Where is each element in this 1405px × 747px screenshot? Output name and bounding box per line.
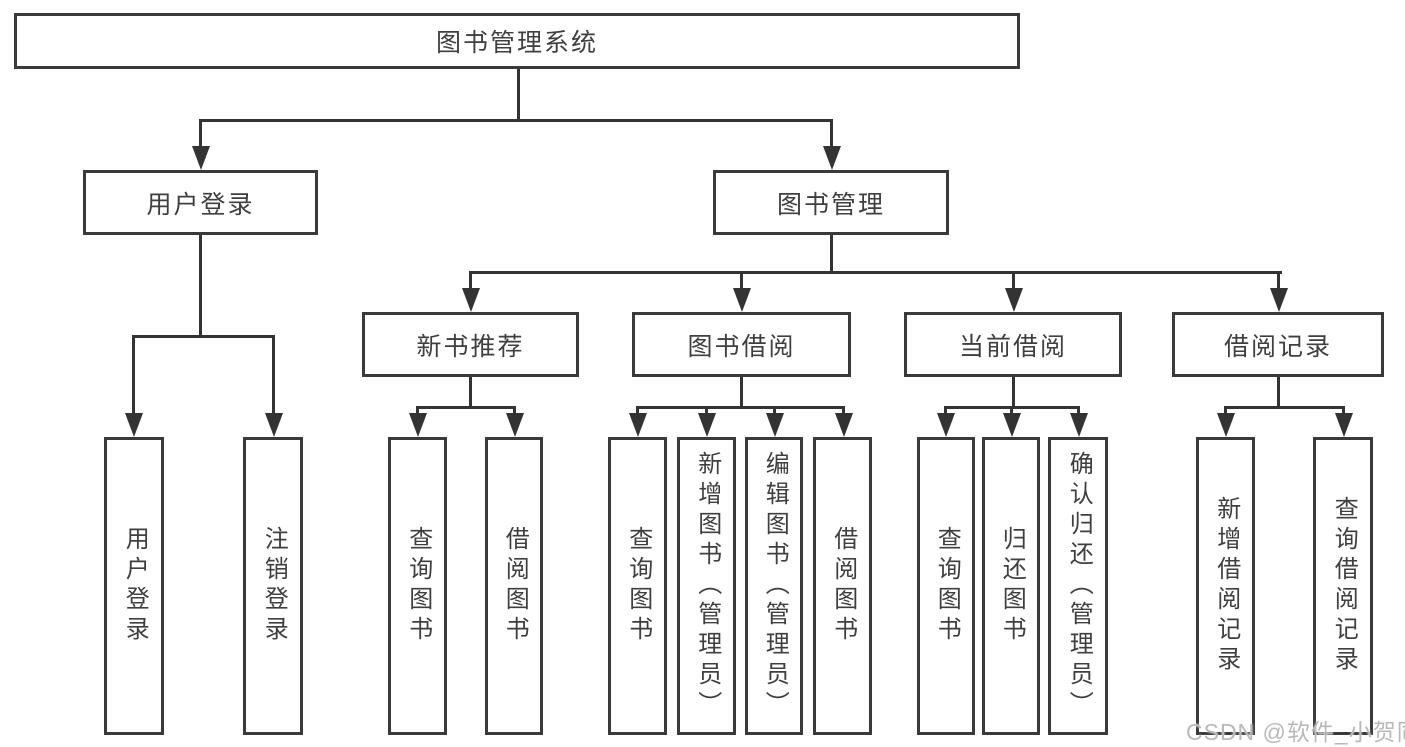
connector-line [1010, 406, 1013, 415]
connector-line [469, 377, 472, 406]
connector-line [199, 119, 833, 122]
node-book-management: 图书管理 [713, 170, 949, 235]
arrowhead [191, 146, 210, 170]
arrowhead [697, 413, 716, 437]
leaf-current-confirm-return-admin: 确认归还（管理员） [1048, 437, 1108, 735]
leaf-borrow-edit-books-admin-label: 编辑图书（管理员） [761, 451, 789, 721]
arrowhead [1216, 413, 1235, 437]
leaf-borrow-query-books-label: 查询图书 [624, 526, 652, 646]
leaf-borrow-edit-books-admin: 编辑图书（管理员） [745, 437, 803, 735]
arrowhead [408, 413, 427, 437]
leaf-borrow-borrow-books-label: 借阅图书 [829, 526, 857, 646]
node-current-borrow-label: 当前借阅 [958, 332, 1067, 361]
node-user-login-label: 用户登录 [146, 190, 255, 219]
leaf-user-login-label: 用户登录 [121, 526, 149, 646]
arrowhead [461, 288, 480, 312]
connector-line [132, 335, 275, 338]
leaf-current-query-books: 查询图书 [917, 437, 975, 735]
leaf-borrow-query-books: 查询图书 [608, 437, 667, 735]
node-borrow-records-label: 借阅记录 [1223, 332, 1332, 361]
node-new-book-recommend: 新书推荐 [362, 312, 579, 377]
node-book-borrow-label: 图书借阅 [687, 332, 796, 361]
connector-line [1012, 271, 1015, 291]
connector-line [1224, 406, 1345, 409]
connector-line [830, 235, 833, 273]
leaf-records-query-record: 查询借阅记录 [1313, 437, 1373, 735]
leaf-records-query-record-label: 查询借阅记录 [1330, 496, 1358, 676]
arrowhead [1269, 288, 1288, 312]
connector-line [513, 406, 516, 415]
arrowhead [1002, 413, 1021, 437]
csdn-watermark: CSDN @软件_小贺同学 [1186, 719, 1405, 745]
leaf-recommend-query-books-label: 查询图书 [404, 526, 432, 646]
connector-line [1277, 377, 1280, 406]
connector-line [1277, 271, 1280, 291]
leaf-recommend-borrow-books: 借阅图书 [485, 437, 543, 735]
connector-line [705, 406, 708, 415]
node-user-login: 用户登录 [83, 170, 318, 235]
arrowhead [628, 413, 647, 437]
leaf-current-return-books-label: 归还图书 [998, 526, 1026, 646]
node-book-borrow: 图书借阅 [632, 312, 851, 377]
leaf-records-add-record-label: 新增借阅记录 [1212, 496, 1240, 676]
connector-line [1224, 406, 1227, 415]
leaf-logout: 注销登录 [243, 437, 303, 735]
connector-line [416, 406, 516, 409]
arrowhead [936, 413, 955, 437]
arrowhead [822, 146, 841, 170]
leaf-current-return-books: 归还图书 [982, 437, 1040, 735]
connector-line [469, 271, 1282, 274]
connector-line [944, 406, 947, 415]
connector-line [416, 406, 419, 415]
connector-line [199, 235, 202, 337]
connector-line [773, 406, 776, 415]
leaf-borrow-add-books-admin-label: 新增图书（管理员） [693, 451, 721, 721]
leaf-current-confirm-return-admin-label: 确认归还（管理员） [1065, 451, 1093, 721]
connector-line [1077, 406, 1080, 415]
connector-line [132, 335, 135, 415]
node-root: 图书管理系统 [14, 13, 1020, 69]
arrowhead [1334, 413, 1353, 437]
leaf-borrow-borrow-books: 借阅图书 [813, 437, 872, 735]
arrowhead [124, 413, 143, 437]
leaf-logout-label: 注销登录 [260, 526, 288, 646]
connector-line [469, 271, 472, 291]
leaf-recommend-borrow-books-label: 借阅图书 [501, 526, 529, 646]
node-current-borrow: 当前借阅 [904, 312, 1122, 377]
connector-line [740, 271, 743, 291]
arrowhead [765, 413, 784, 437]
connector-line [842, 406, 845, 415]
node-new-book-recommend-label: 新书推荐 [416, 332, 525, 361]
leaf-records-add-record: 新增借阅记录 [1196, 437, 1255, 735]
connector-line [636, 406, 639, 415]
connector-line [740, 377, 743, 406]
node-book-management-label: 图书管理 [776, 190, 885, 219]
connector-line [830, 119, 833, 151]
node-borrow-records: 借阅记录 [1172, 312, 1384, 377]
connector-line [272, 335, 275, 415]
connector-line [1012, 377, 1015, 406]
connector-line [199, 119, 202, 151]
connector-line [517, 69, 520, 119]
node-root-label: 图书管理系统 [435, 29, 598, 57]
arrowhead [834, 413, 853, 437]
leaf-user-login: 用户登录 [104, 437, 164, 735]
arrowhead [1069, 413, 1088, 437]
leaf-borrow-add-books-admin: 新增图书（管理员） [677, 437, 736, 735]
leaf-recommend-query-books: 查询图书 [388, 437, 447, 735]
arrowhead [1004, 288, 1023, 312]
arrowhead [264, 413, 283, 437]
connector-line [636, 406, 845, 409]
arrowhead [505, 413, 524, 437]
arrowhead [732, 288, 751, 312]
connector-line [1342, 406, 1345, 415]
leaf-current-query-books-label: 查询图书 [933, 526, 961, 646]
